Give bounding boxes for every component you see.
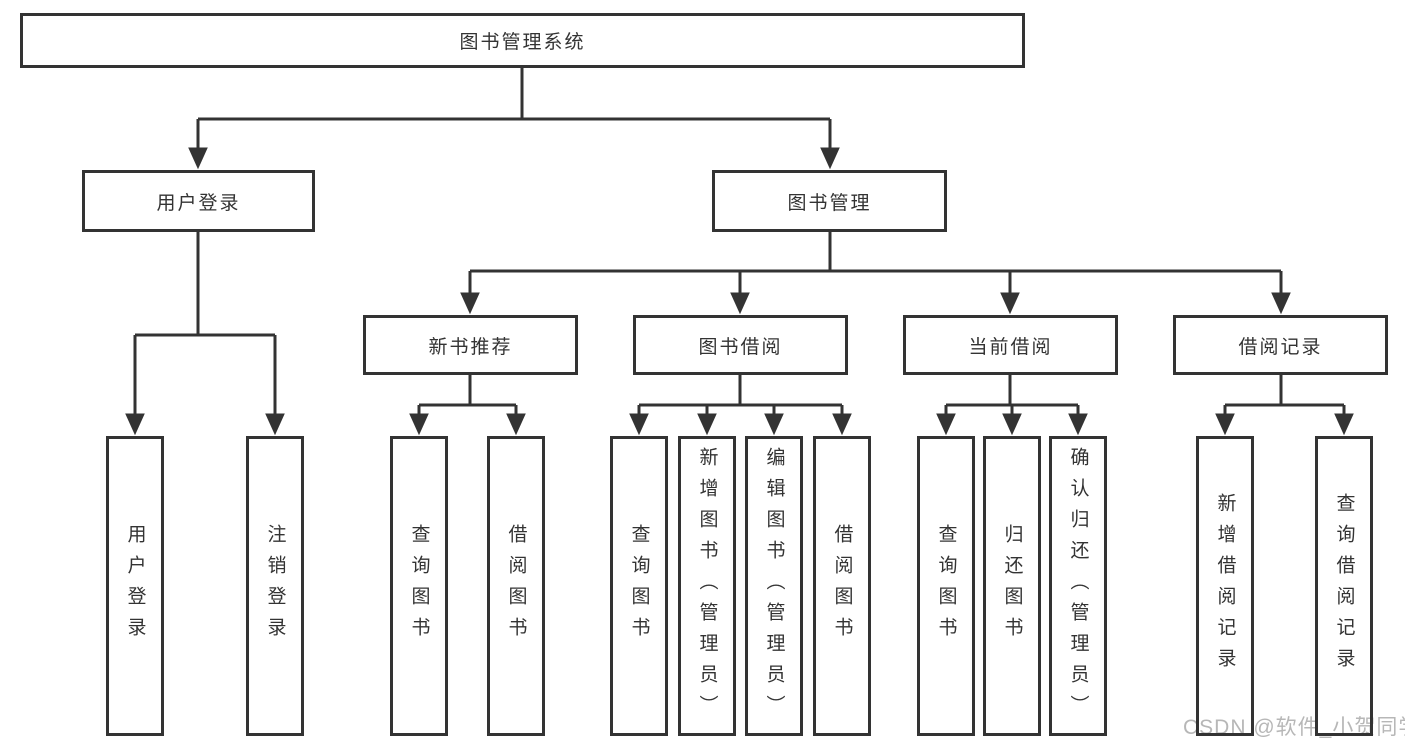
node-book-borrowing: 图书借阅 [633,315,848,375]
leaf-query-books-3: 查询图书 [917,436,975,736]
leaf-return-books: 归还图书 [983,436,1041,736]
node-library-system: 图书管理系统 [20,13,1025,68]
leaf-query-books-2: 查询图书 [610,436,668,736]
leaf-borrow-books-1: 借阅图书 [487,436,545,736]
csdn-watermark: CSDN @软件_小贺同学 [1183,716,1405,739]
node-new-book-recommend: 新书推荐 [363,315,578,375]
leaf-query-books-1: 查询图书 [390,436,448,736]
node-current-borrowing: 当前借阅 [903,315,1118,375]
leaf-borrow-books-2: 借阅图书 [813,436,871,736]
leaf-query-borrow-record: 查询借阅记录 [1315,436,1373,736]
leaf-edit-books-admin: 编辑图书（管理员） [745,436,803,736]
leaf-user-login: 用户登录 [106,436,164,736]
node-user-login: 用户登录 [82,170,315,232]
leaf-add-books-admin: 新增图书（管理员） [678,436,736,736]
leaf-add-borrow-record: 新增借阅记录 [1196,436,1254,736]
node-borrowing-records: 借阅记录 [1173,315,1388,375]
leaf-logout: 注销登录 [246,436,304,736]
leaf-confirm-return-admin: 确认归还（管理员） [1049,436,1107,736]
node-book-management: 图书管理 [712,170,947,232]
